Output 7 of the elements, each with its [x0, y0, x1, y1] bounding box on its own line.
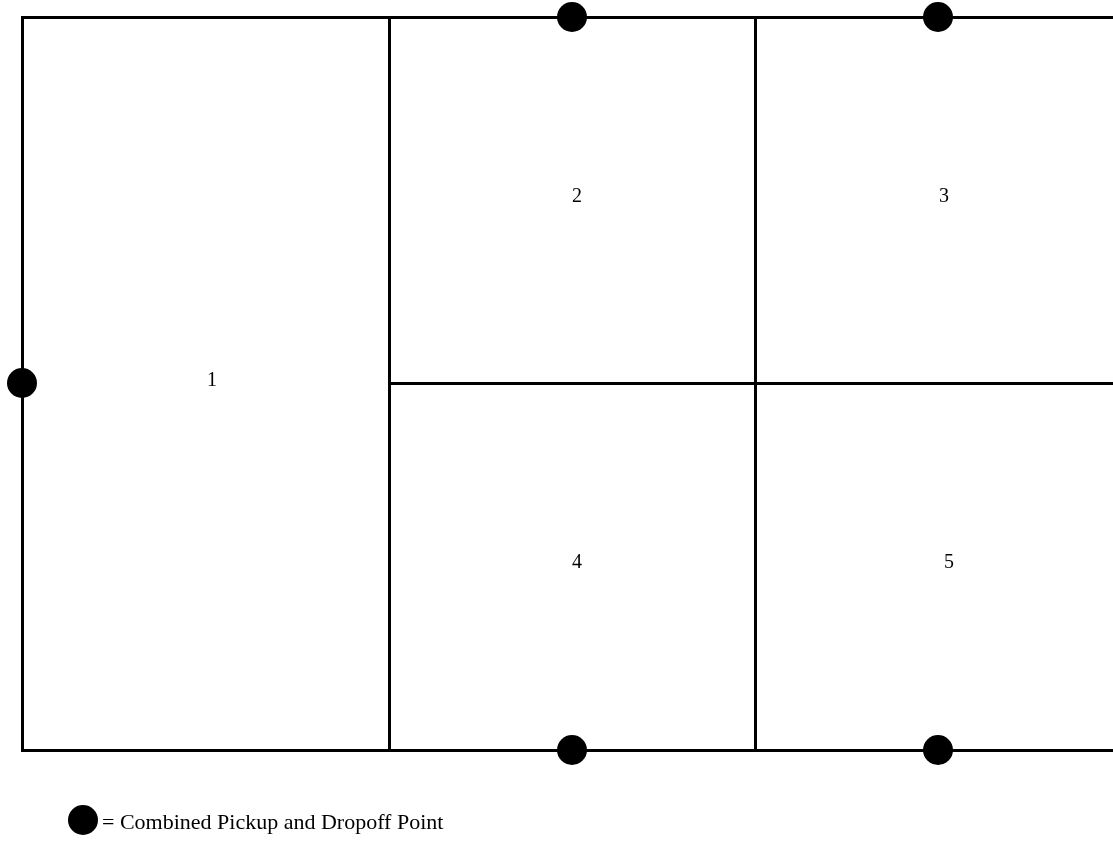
area-number: 2 — [572, 184, 582, 206]
area-number: 3 — [939, 184, 949, 206]
area-number: 5 — [944, 550, 954, 572]
area-number: 1 — [207, 368, 217, 390]
legend-text: = Combined Pickup and Dropoff Point — [102, 809, 444, 835]
area-number: 4 — [572, 550, 582, 572]
floor-area — [21, 16, 391, 752]
